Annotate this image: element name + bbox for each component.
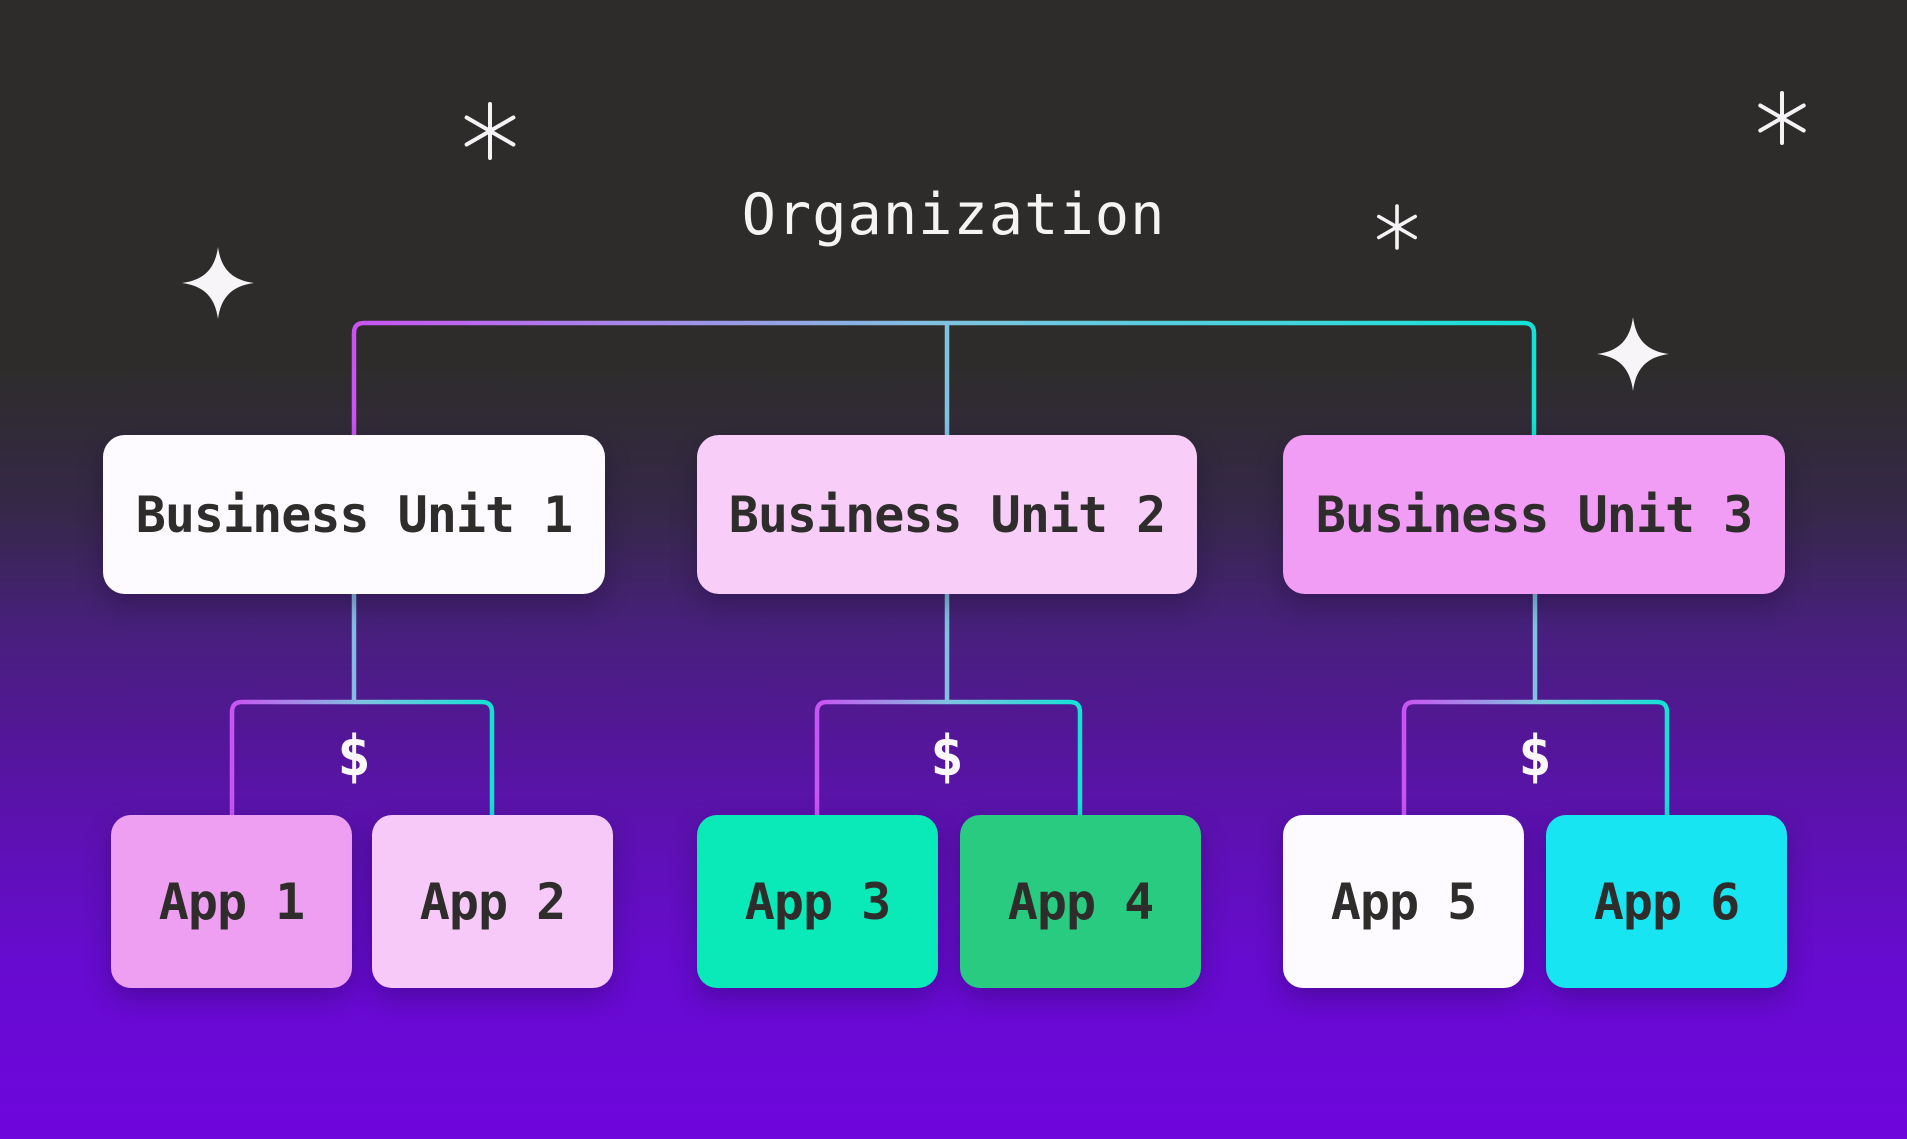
app-2-node: App 2 xyxy=(372,815,613,988)
app-5-node: App 5 xyxy=(1283,815,1524,988)
app-4-label: App 4 xyxy=(1007,872,1155,931)
business-unit-1-label: Business Unit 1 xyxy=(135,485,574,544)
app-6-node: App 6 xyxy=(1546,815,1787,988)
app-3-node: App 3 xyxy=(697,815,938,988)
business-unit-3-label: Business Unit 3 xyxy=(1315,485,1754,544)
sparkle-icon xyxy=(1597,317,1669,391)
cost-indicator: $ xyxy=(1518,724,1552,789)
cost-indicator: $ xyxy=(930,724,964,789)
org-to-units-connector xyxy=(351,320,1537,437)
asterisk-icon xyxy=(464,102,516,160)
unit3-to-apps-connector xyxy=(1401,592,1670,817)
app-6-label: App 6 xyxy=(1593,872,1741,931)
business-unit-2-node: Business Unit 2 xyxy=(697,435,1197,594)
cost-indicator: $ xyxy=(337,724,371,789)
app-1-label: App 1 xyxy=(158,872,306,931)
app-5-label: App 5 xyxy=(1330,872,1478,931)
business-unit-2-label: Business Unit 2 xyxy=(728,485,1167,544)
unit2-to-apps-connector xyxy=(814,592,1083,817)
page-title: Organization xyxy=(741,182,1166,248)
app-2-label: App 2 xyxy=(419,872,567,931)
unit1-to-apps-connector xyxy=(229,592,495,817)
app-1-node: App 1 xyxy=(111,815,352,988)
asterisk-icon xyxy=(1376,204,1418,250)
business-unit-3-node: Business Unit 3 xyxy=(1283,435,1785,594)
sparkle-icon xyxy=(182,247,254,319)
asterisk-icon xyxy=(1758,91,1806,145)
app-4-node: App 4 xyxy=(960,815,1201,988)
business-unit-1-node: Business Unit 1 xyxy=(103,435,605,594)
app-3-label: App 3 xyxy=(744,872,892,931)
